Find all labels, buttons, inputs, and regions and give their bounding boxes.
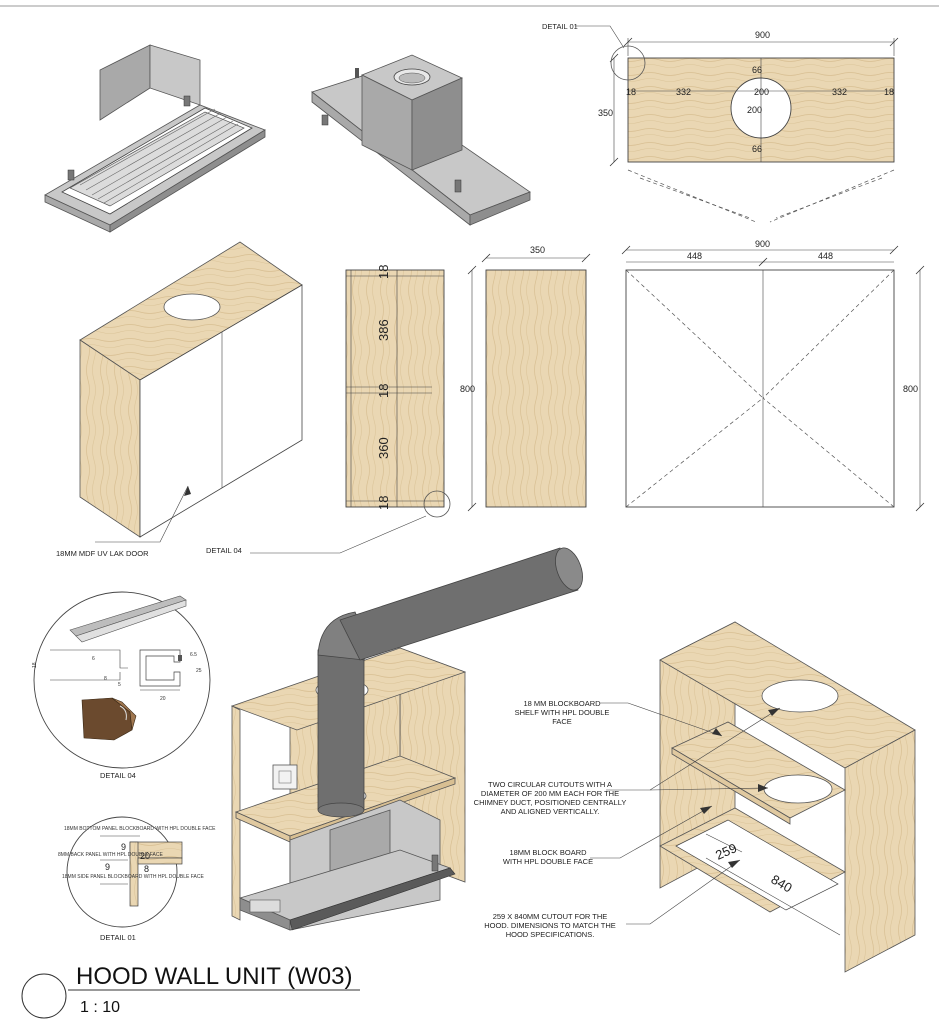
hole-height-dim: 200 [747, 105, 762, 115]
section-lower-space: 360 [376, 437, 391, 459]
top-side-right-dim: 332 [832, 87, 847, 97]
ann-hood-1: 259 X 840MM CUTOUT FOR THE [493, 912, 608, 921]
top-depth-dim: 350 [598, 108, 613, 118]
d04-dim-e: 6.5 [190, 652, 197, 658]
d04-dim-b: 6 [92, 656, 95, 662]
section-upper-space: 386 [376, 319, 391, 341]
iso-cabinet-open [659, 621, 916, 973]
top-edge-left-dim: 18 [626, 87, 636, 97]
section-bottom-board: 18 [376, 496, 391, 510]
ann-shelf-3: FACE [552, 717, 572, 726]
drawing-title: HOOD WALL UNIT (W03) [76, 963, 352, 990]
top-edge-right-dim: 18 [884, 87, 894, 97]
ann-block-2: WITH HPL DOUBLE FACE [503, 857, 593, 866]
section-top-board: 18 [376, 265, 391, 279]
section-height-dim: 800 [460, 384, 475, 394]
hood-iso-underside [44, 44, 266, 233]
ann-hood-2: HOOD. DIMENSIONS TO MATCH THE [484, 921, 616, 930]
top-side-left-dim: 332 [676, 87, 691, 97]
detail-01-callout: DETAIL 01 [542, 22, 578, 31]
front-door-right-dim: 448 [818, 251, 833, 261]
d04-dim-d: 5 [118, 682, 121, 688]
door-note: 18MM MDF UV LAK DOOR [56, 549, 149, 558]
detail-01-label: DETAIL 01 [100, 933, 136, 942]
title-block [21, 973, 360, 1019]
d04-dim-g: 20 [160, 696, 166, 702]
annotation-leaders [590, 702, 781, 925]
d04-dim-a: 18 [32, 662, 38, 668]
d01-dim-9b: 9 [105, 862, 110, 872]
ann-cutout-2: DIAMETER OF 200 MM EACH FOR THE [481, 789, 619, 798]
ann-cutout-1: TWO CIRCULAR CUTOUTS WITH A [488, 780, 612, 789]
detail-01-drawing [66, 816, 183, 928]
detail-04-drawing [33, 591, 211, 769]
top-width-dim: 900 [755, 30, 770, 40]
ann-shelf-2: SHELF WITH HPL DOUBLE [515, 708, 610, 717]
ann-hood-3: HOOD SPECIFICATIONS. [506, 930, 595, 939]
d01-dim-8: 8 [144, 864, 149, 874]
top-view-plan [575, 25, 899, 223]
drawing-scale: 1 : 10 [80, 999, 120, 1016]
ann-cutout-4: AND ALIGNED VERTICALLY. [501, 807, 600, 816]
detail-04-callout: DETAIL 04 [206, 546, 242, 555]
iso-cabinet-with-duct [230, 547, 583, 931]
d04-dim-f: 25 [196, 668, 202, 674]
d01-note-bottom: 18MM SIDE PANEL BLOCKBOARD WITH HPL DOUB… [62, 874, 204, 880]
ann-shelf-1: 18 MM BLOCKBOARD [523, 699, 601, 708]
d01-note-mid: 8MM BACK PANEL WITH HPL DOUBLE FACE [58, 852, 164, 858]
hole-bottom-gap-dim: 66 [752, 144, 762, 154]
section-view [250, 265, 477, 554]
side-depth-dim: 350 [530, 245, 545, 255]
front-door-left-dim: 448 [687, 251, 702, 261]
ann-cutout-3: CHIMNEY DUCT, POSITIONED CENTRALLY [474, 798, 627, 807]
d01-note-top: 18MM BOTTOM PANEL BLOCKBOARD WITH HPL DO… [64, 826, 216, 832]
front-view [621, 245, 925, 512]
hood-iso-top [311, 54, 531, 226]
d01-dim-9a: 9 [121, 842, 126, 852]
front-width-dim: 900 [755, 239, 770, 249]
detail-04-label: DETAIL 04 [100, 771, 136, 780]
hole-width-dim: 200 [754, 87, 769, 97]
ann-block-1: 18MM BLOCK BOARD [509, 848, 587, 857]
side-view [481, 253, 591, 508]
iso-cabinet-closed [79, 241, 303, 543]
d01-dim-20: 20 [140, 851, 150, 861]
section-shelf: 18 [376, 384, 391, 398]
d04-dim-c: 8 [104, 676, 107, 682]
hole-top-gap-dim: 66 [752, 65, 762, 75]
front-height-dim: 800 [903, 384, 918, 394]
